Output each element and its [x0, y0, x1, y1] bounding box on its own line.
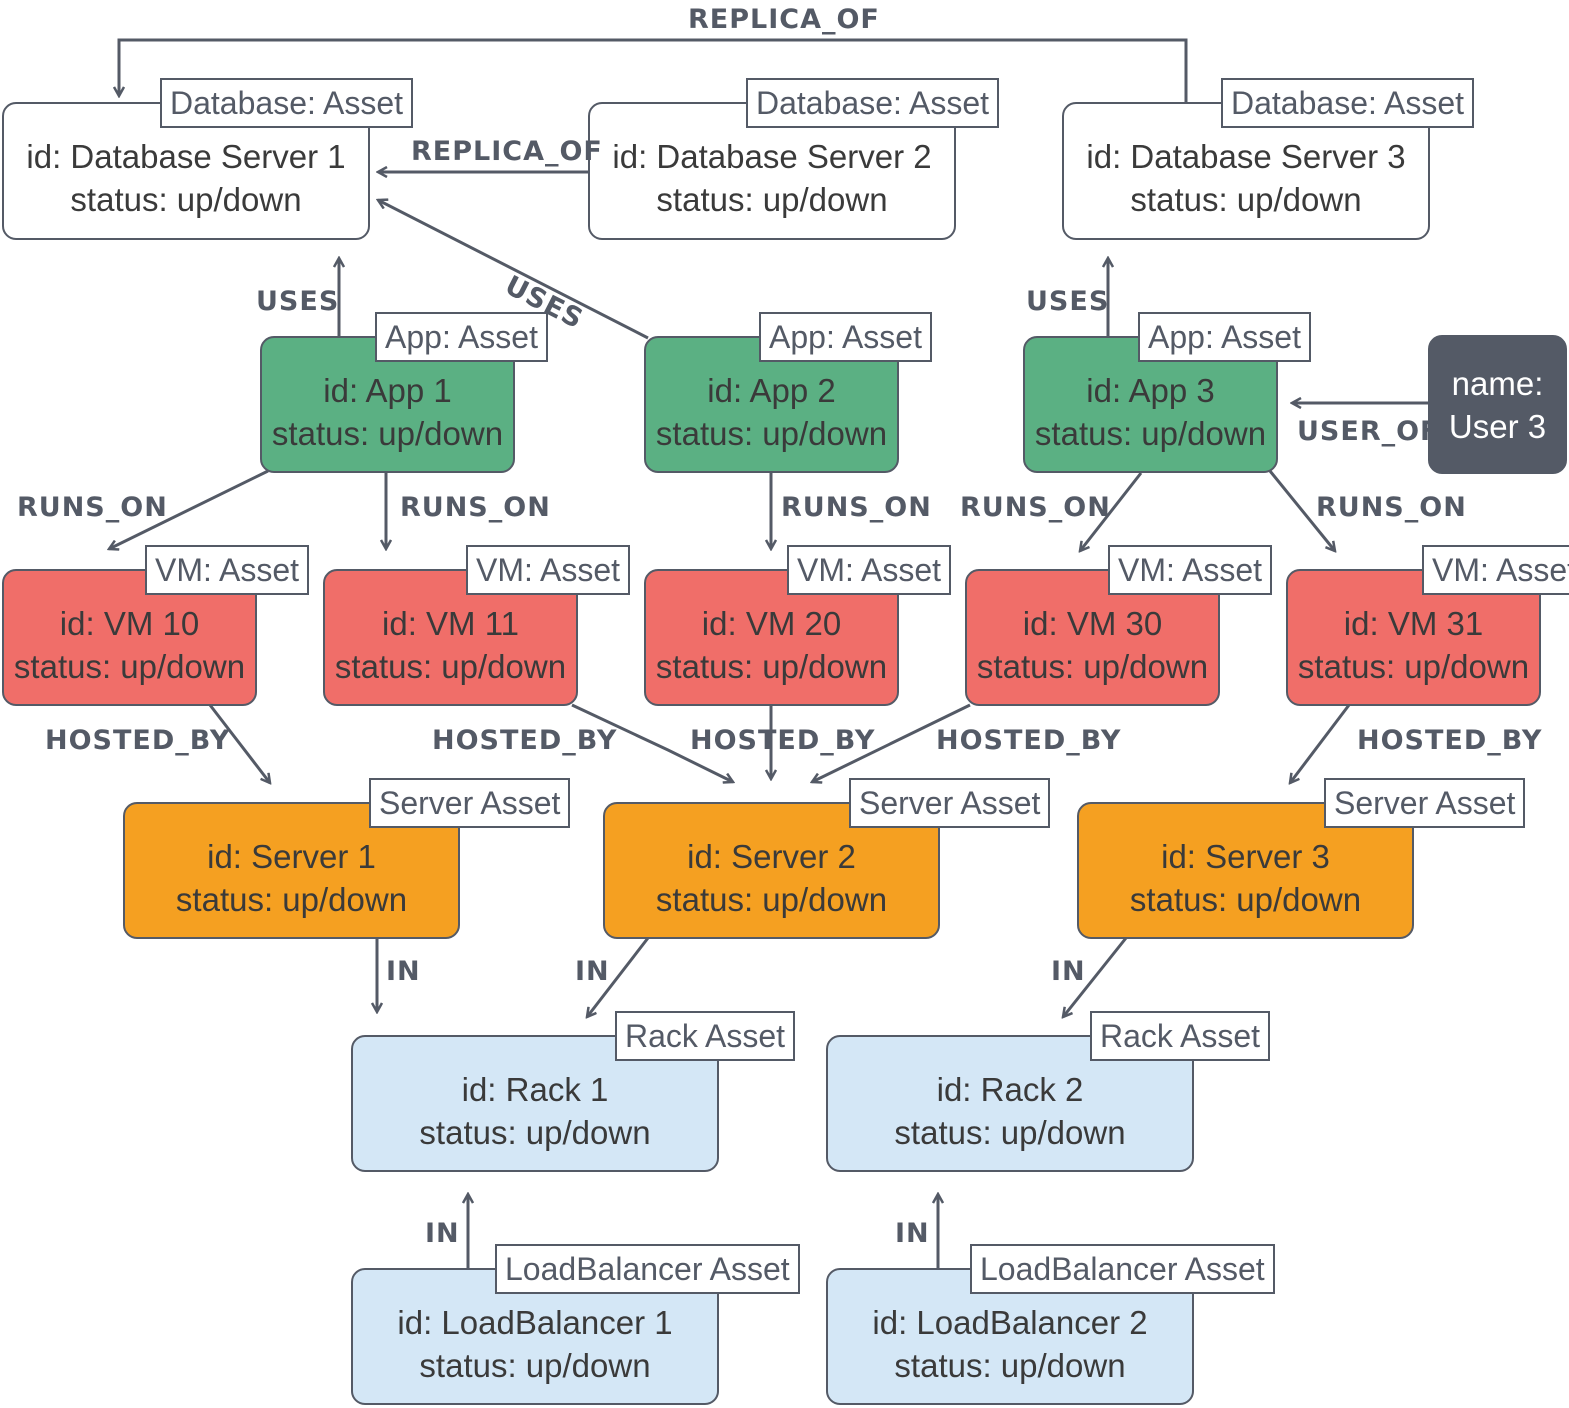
node-status: status: up/down — [419, 1346, 651, 1384]
node-id: id: VM 10 — [59, 604, 200, 642]
edge-label-hosted-by: HOSTED_BY — [690, 725, 876, 756]
edge-vm10-server1 — [208, 704, 270, 783]
edge-label-uses: USES — [1026, 286, 1110, 317]
node-id: id: Database Server 2 — [612, 138, 932, 175]
node-status: status: up/down — [13, 647, 246, 685]
node-id: id: App 1 — [323, 371, 452, 409]
node-status: status: up/down — [419, 1113, 651, 1151]
node-id: id: LoadBalancer 2 — [872, 1303, 1148, 1341]
node-status: status: up/down — [894, 1113, 1126, 1151]
node-type-tag: VM: Asset — [145, 545, 310, 595]
edge-server3-rack2 — [1063, 937, 1128, 1017]
edge-label-hosted-by: HOSTED_BY — [432, 725, 618, 756]
node-status: status: up/down — [1034, 414, 1267, 452]
node-type-tag: Server Asset — [1324, 778, 1526, 828]
edge-app1-vm10 — [109, 469, 269, 549]
edge-label-runs-on: RUNS_ON — [17, 492, 168, 523]
edge-label-hosted-by: HOSTED_BY — [1357, 725, 1543, 756]
node-type-tag: App: Asset — [759, 312, 932, 362]
edge-label-runs-on: RUNS_ON — [781, 492, 932, 523]
node-id: id: App 2 — [707, 371, 836, 409]
edge-server2-rack1 — [587, 937, 650, 1017]
node-id: id: Server 1 — [207, 837, 376, 875]
edge-label-in: IN — [575, 956, 610, 987]
edge-label-runs-on: RUNS_ON — [400, 492, 551, 523]
node-status: status: up/down — [334, 647, 567, 685]
edge-app2-db1 — [378, 200, 649, 340]
node-type-tag: VM: Asset — [1422, 545, 1569, 595]
node-type-tag: Rack Asset — [615, 1011, 796, 1061]
edge-label-in: IN — [425, 1218, 460, 1249]
node-status: status: up/down — [655, 880, 888, 918]
node-type-tag: LoadBalancer Asset — [970, 1244, 1275, 1294]
edge-label-runs-on: RUNS_ON — [960, 492, 1111, 523]
node-type-tag: Server Asset — [369, 778, 571, 828]
node-type-tag: Server Asset — [849, 778, 1051, 828]
edge-db3-db1 — [119, 38, 1188, 102]
node-type-tag: Rack Asset — [1090, 1011, 1271, 1061]
node-id: id: Database Server 3 — [1086, 138, 1406, 175]
edge-vm31-server3 — [1290, 704, 1351, 783]
node-type-tag: VM: Asset — [1108, 545, 1273, 595]
edge-label-hosted-by: HOSTED_BY — [45, 725, 231, 756]
node-status: status: up/down — [1129, 880, 1362, 918]
edge-label-replica-of: REPLICA_OF — [411, 136, 603, 167]
edge-label-in: IN — [895, 1218, 930, 1249]
node-id: id: Rack 2 — [936, 1070, 1084, 1108]
node-type-tag: Database: Asset — [1221, 78, 1475, 128]
node-status: status: up/down — [976, 647, 1209, 685]
edge-label-runs-on: RUNS_ON — [1316, 492, 1467, 523]
node-status: status: up/down — [1297, 647, 1530, 685]
node-id: id: VM 30 — [1022, 604, 1163, 642]
node-type-tag: Database: Asset — [160, 78, 414, 128]
node-type-tag: App: Asset — [375, 312, 548, 362]
node-vm-10[interactable]: id: VM 10 status: up/down — [2, 569, 257, 706]
node-status: status: up/down — [271, 414, 504, 452]
node-id: id: App 3 — [1086, 371, 1215, 409]
edge-vm30-server2 — [812, 703, 971, 782]
node-id: id: Rack 1 — [461, 1070, 609, 1108]
edge-app3-vm30 — [1080, 472, 1143, 551]
node-name-label: name: — [1451, 364, 1544, 402]
node-status: status: up/down — [655, 647, 888, 685]
node-status: status: up/down — [175, 880, 408, 918]
node-status: status: up/down — [655, 414, 888, 452]
edge-app3-vm31 — [1268, 470, 1335, 551]
node-status: status: up/down — [656, 181, 888, 218]
edge-label-in: IN — [1051, 956, 1086, 987]
node-status: status: up/down — [1130, 181, 1362, 218]
node-status: status: up/down — [70, 181, 302, 218]
edge-label-in: IN — [386, 956, 421, 987]
node-server-1[interactable]: id: Server 1 status: up/down — [123, 802, 460, 939]
node-type-tag: LoadBalancer Asset — [495, 1244, 800, 1294]
edge-label-user-of: USER_OF — [1297, 416, 1440, 447]
node-id: id: Server 3 — [1161, 837, 1330, 875]
node-id: id: VM 31 — [1343, 604, 1484, 642]
node-id: id: VM 11 — [382, 604, 519, 642]
node-user-3[interactable]: name: User 3 — [1428, 335, 1567, 474]
node-id: id: Database Server 1 — [26, 138, 346, 175]
edge-label-hosted-by: HOSTED_BY — [936, 725, 1122, 756]
edge-label-replica-of: REPLICA_OF — [688, 4, 880, 35]
node-id: id: VM 20 — [701, 604, 842, 642]
node-type-tag: VM: Asset — [787, 545, 952, 595]
node-type-tag: VM: Asset — [466, 545, 631, 595]
edge-vm11-server2 — [571, 703, 733, 782]
node-type-tag: App: Asset — [1138, 312, 1311, 362]
edge-label-uses: USES — [256, 286, 340, 317]
node-name-value: User 3 — [1448, 407, 1547, 445]
node-status: status: up/down — [894, 1346, 1126, 1384]
node-type-tag: Database: Asset — [746, 78, 1000, 128]
node-id: id: Server 2 — [687, 837, 856, 875]
node-id: id: LoadBalancer 1 — [397, 1303, 673, 1341]
